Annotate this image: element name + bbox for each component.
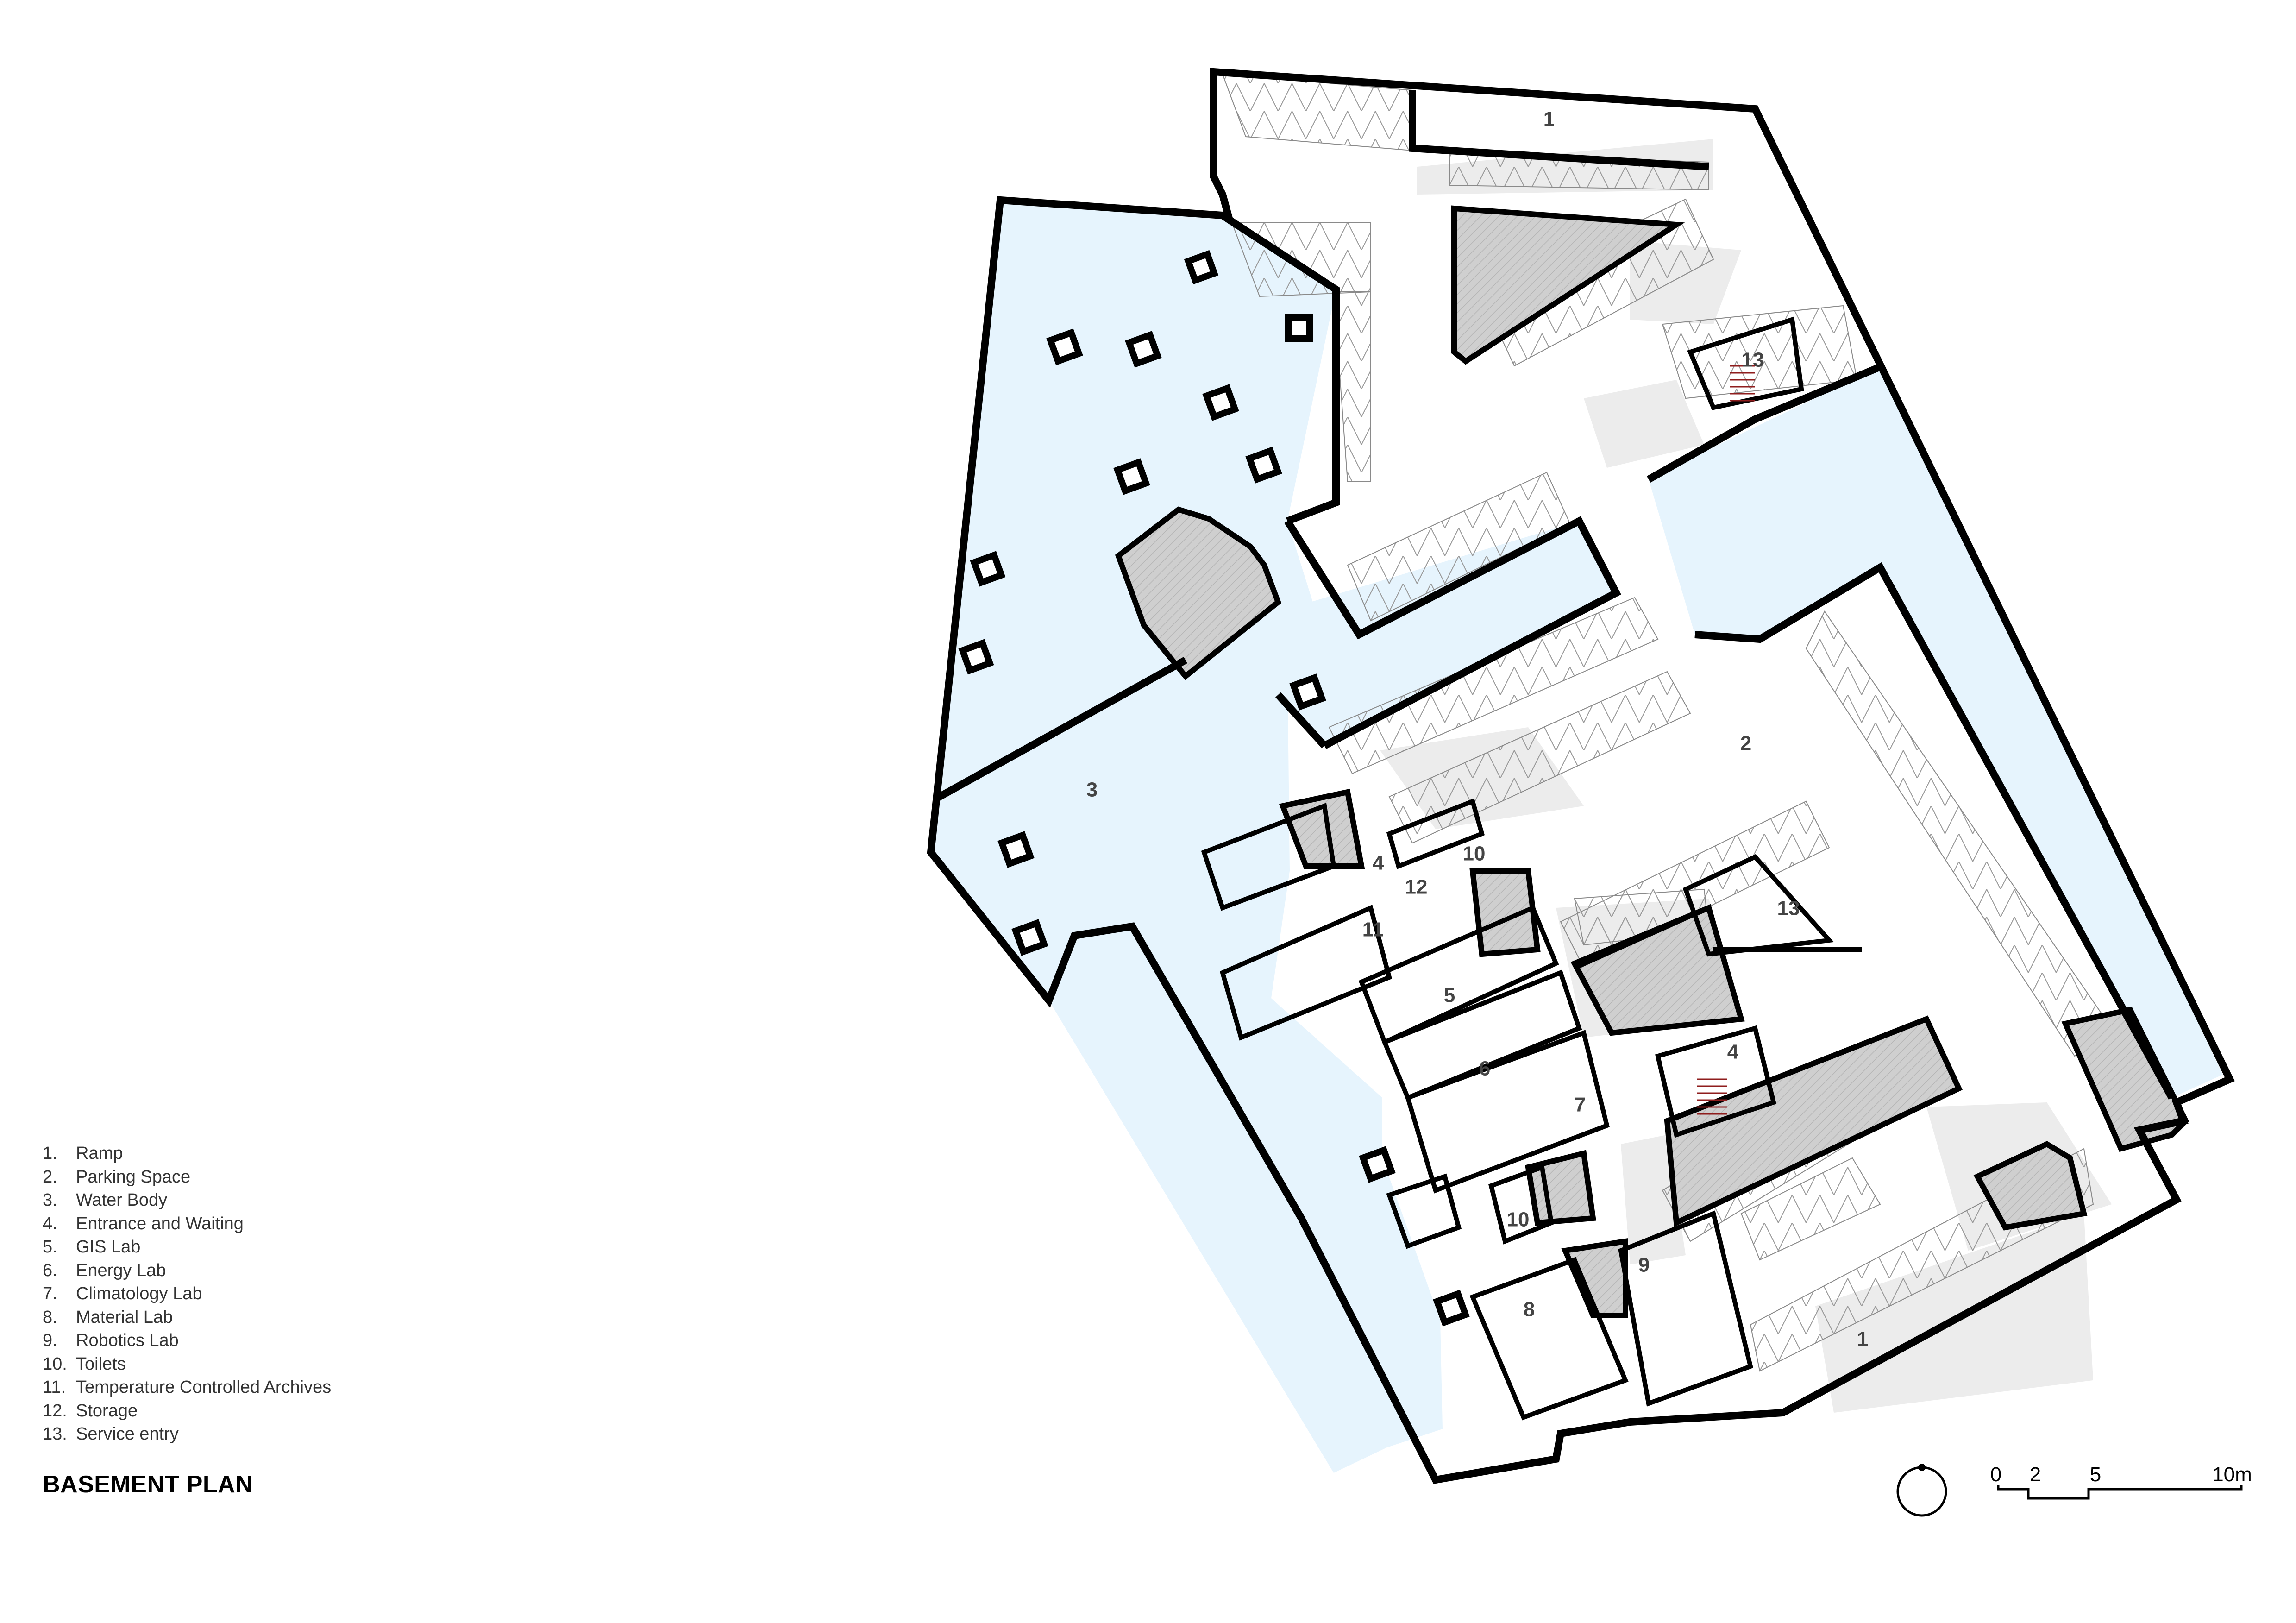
legend-item: 9. Robotics Lab [43,1329,552,1352]
label-toilets-upper: 10 [1463,843,1486,865]
legend-item: 8. Material Lab [43,1306,552,1329]
legend: 1. Ramp 2. Parking Space 3. Water Body 4. Entra… [43,1142,552,1446]
legend-item: 12. Storage [43,1399,552,1423]
label-entrance-lower: 4 [1727,1041,1739,1063]
label-toilets-lower: 10 [1507,1208,1530,1231]
label-climatology: 7 [1575,1094,1586,1116]
legend-number: 13. [43,1424,67,1444]
label-gis: 5 [1444,984,1455,1007]
legend-label: Service entry [76,1424,179,1444]
label-parking: 2 [1740,732,1751,755]
legend-number: 4. [43,1214,57,1233]
legend-item: 13. Service entry [43,1422,552,1446]
legend-label: Robotics Lab [76,1331,179,1350]
legend-number: 6. [43,1260,57,1280]
legend-number: 9. [43,1331,57,1350]
legend-number: 11. [43,1378,66,1397]
legend-number: 3. [43,1190,57,1210]
scale-tick-5: 5 [2090,1463,2101,1486]
legend-label: Energy Lab [76,1260,166,1280]
legend-item: 2. Parking Space [43,1165,552,1189]
legend-number: 2. [43,1167,57,1187]
label-service-north: 13 [1742,349,1764,371]
legend-item: 3. Water Body [43,1189,552,1212]
legend-number: 10. [43,1354,67,1374]
legend-item: 7. Climatology Lab [43,1282,552,1306]
legend-number: 1. [43,1144,57,1163]
scale-tick-0: 0 [1990,1463,2001,1486]
label-service-east: 13 [1777,897,1800,920]
legend-label: Toilets [76,1354,126,1374]
legend-item: 10. Toilets [43,1352,552,1376]
water-body-west [931,200,1443,1473]
legend-label: Parking Space [76,1167,191,1187]
legend-label: Water Body [76,1190,168,1210]
water-body-east [1649,366,2223,1098]
legend-label: Entrance and Waiting [76,1214,244,1233]
legend-label: Storage [76,1401,138,1421]
hatched-cores [1115,205,2189,1318]
label-storage: 12 [1405,876,1428,899]
plan-title: BASEMENT PLAN [43,1471,253,1498]
legend-item: 11. Temperature Controlled Archives [43,1376,552,1399]
stairs [1697,365,1755,1115]
label-ramp-south: 1 [1857,1328,1868,1351]
legend-label: Material Lab [76,1307,173,1327]
legend-item: 5. GIS Lab [43,1235,552,1259]
legend-label: Ramp [76,1144,123,1163]
columns [958,250,1470,1327]
legend-item: 6. Energy Lab [43,1259,552,1283]
legend-label: Temperature Controlled Archives [76,1378,332,1397]
scale-tick-10m: 10m [2212,1463,2252,1486]
outer-walls [927,68,2235,1484]
legend-item: 1. Ramp [43,1142,552,1165]
legend-number: 12. [43,1401,67,1421]
legend-number: 5. [43,1237,57,1257]
scale-bar: 0 2 5 10m [1990,1463,2252,1500]
water-body-middle [1264,521,1616,746]
label-archives: 11 [1362,918,1384,941]
label-ramp-north: 1 [1543,108,1555,131]
label-robotics: 9 [1638,1254,1650,1277]
label-water: 3 [1086,779,1098,801]
legend-number: 8. [43,1307,57,1327]
scale-tick-2: 2 [2030,1463,2041,1486]
label-material: 8 [1524,1298,1535,1321]
label-entrance-upper: 4 [1373,852,1384,874]
north-arrow-icon [1896,1464,1947,1517]
legend-item: 4. Entrance and Waiting [43,1212,552,1236]
legend-label: Climatology Lab [76,1284,202,1303]
interior-walls [1201,316,1862,1421]
label-energy: 6 [1479,1057,1490,1080]
legend-number: 7. [43,1284,57,1303]
legend-label: GIS Lab [76,1237,141,1257]
